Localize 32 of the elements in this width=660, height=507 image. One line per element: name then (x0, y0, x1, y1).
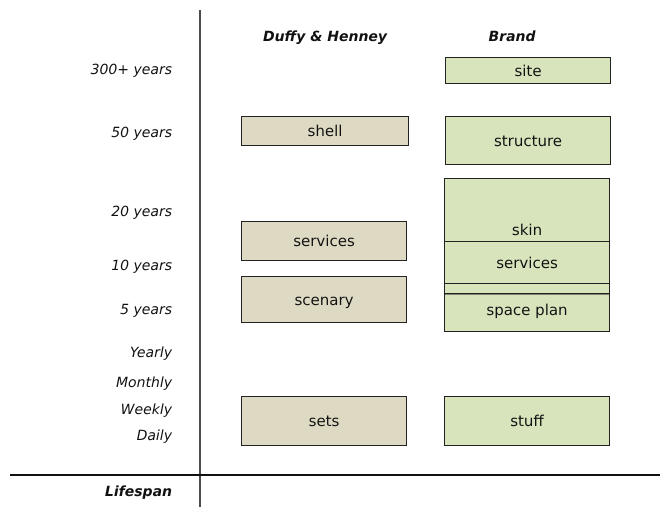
layer-box (241, 276, 407, 323)
layer-label: services (496, 254, 558, 272)
layer-box (444, 178, 610, 242)
layer-label: space plan (486, 301, 568, 319)
timescale-label: 20 years (111, 204, 172, 220)
layer-label: skin (512, 221, 542, 239)
layer-box (445, 116, 611, 165)
layer-label: structure (494, 132, 562, 150)
layer-label: sets (308, 412, 340, 430)
timescale-label: Yearly (130, 345, 172, 361)
timescale-label: Monthly (116, 375, 172, 391)
layer-label: shell (308, 122, 342, 140)
layer-label: stuff (510, 412, 544, 430)
timescale-label: Daily (136, 428, 172, 444)
layer-label: scenary (294, 290, 354, 308)
layer-box (241, 116, 409, 146)
layer-box (445, 57, 611, 84)
layer-label: site (514, 62, 542, 80)
timescale-label: 5 years (120, 302, 172, 318)
timescale-label: 50 years (111, 125, 172, 141)
layer-box (444, 396, 610, 446)
layer-box (444, 241, 610, 284)
timescale-label: 10 years (111, 258, 172, 274)
axis-title: Lifespan (104, 484, 172, 500)
timescale-label: 300+ years (90, 62, 172, 78)
column-header: Brand (488, 29, 536, 45)
layer-box (444, 283, 610, 332)
column-header: Duffy & Henney (262, 29, 388, 45)
timescale-label: Weekly (120, 402, 172, 418)
layer-box (241, 221, 407, 261)
layer-box (241, 396, 407, 446)
layer-label: services (293, 232, 355, 250)
